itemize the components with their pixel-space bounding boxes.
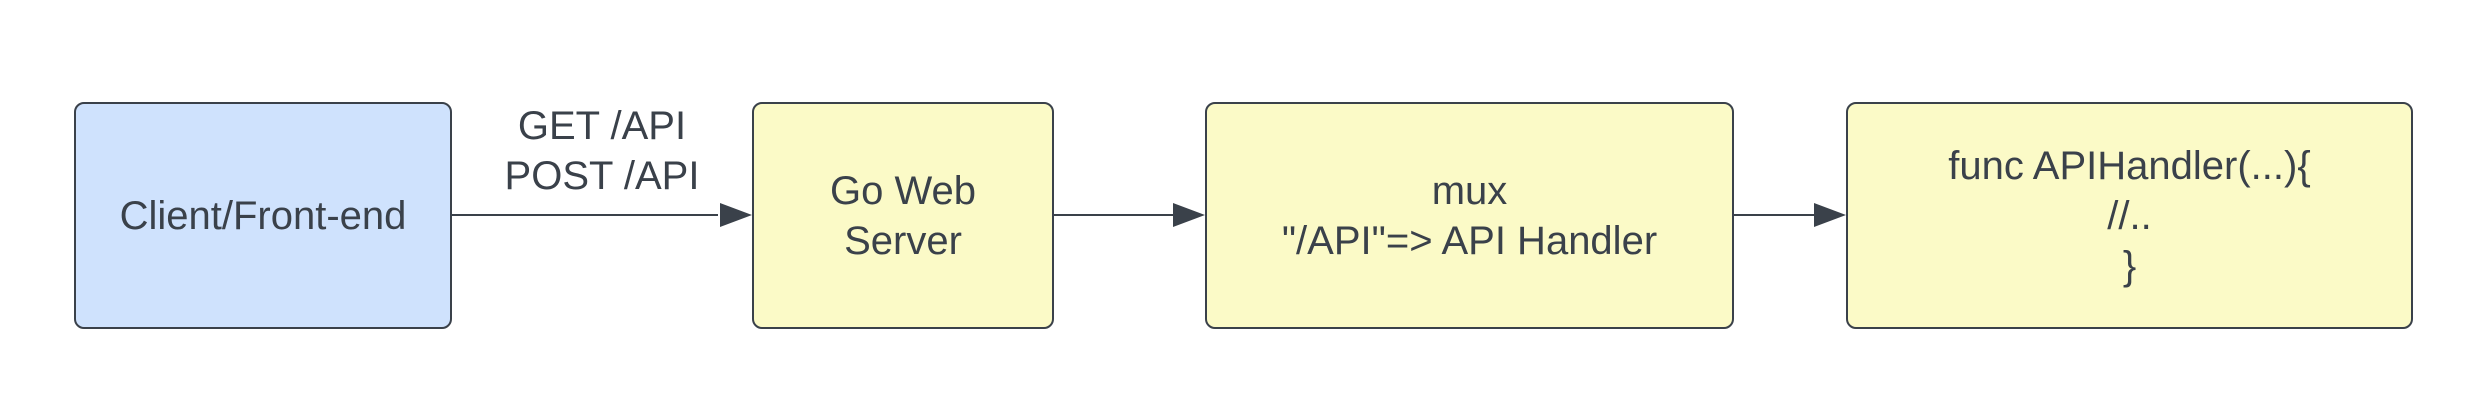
arrow-server-to-mux [1054,203,1205,227]
edge-label-line: POST /API [504,154,700,198]
arrow-mux-to-func [1734,203,1846,227]
arrowhead-icon [1173,203,1205,227]
node-go-web-server: Go Web Server [752,102,1054,329]
node-client-front-end: Client/Front-end [74,102,452,329]
arrowhead-icon [1814,203,1846,227]
node-label: } [2122,243,2137,288]
node-label: //.. [2107,193,2152,238]
node-label: "/API"=> API Handler [1281,218,1658,263]
node-label: mux [1431,168,1508,213]
node-label: Go Web [830,168,976,213]
node-label: func APIHandler(...){ [1948,143,2311,188]
node-label: Client/Front-end [119,193,407,238]
edge-label-line: GET /API [517,104,687,148]
node-mux: mux "/API"=> API Handler [1205,102,1734,329]
node-label: Server [844,218,962,263]
arrow-client-to-server [452,203,752,227]
node-api-handler-func: func APIHandler(...){ //.. } [1846,102,2413,329]
arrowhead-icon [720,203,752,227]
edge-label-client-to-server: GET /API POST /API [452,101,752,201]
